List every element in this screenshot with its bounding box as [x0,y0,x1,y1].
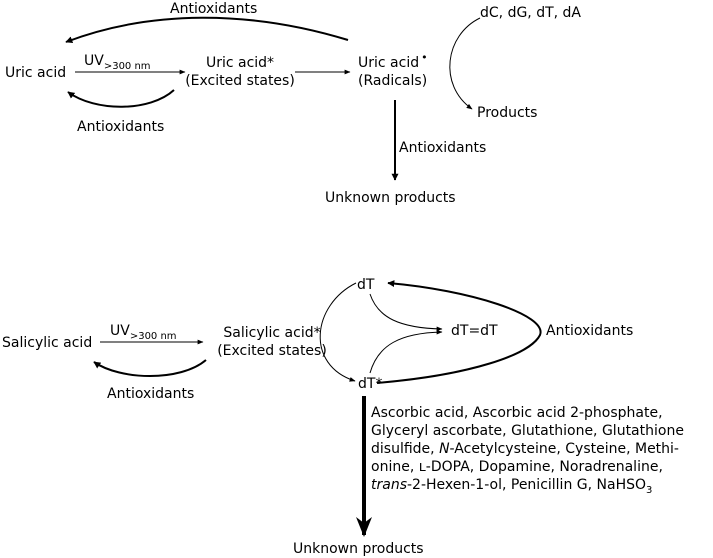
unknown-products-bottom: Unknown products [293,541,424,557]
nucleosides-to-products-arrow [449,17,481,110]
dT-star-label: dT* [358,376,382,392]
dT-to-dT-star-arrow [319,282,357,382]
antioxidants-right-arrow [376,280,542,384]
unknown-products-top: Unknown products [325,190,456,206]
dT-to-dimer-arrow [369,293,443,332]
uric-acid-scheme: Antioxidants Uric acid UV>300 nm Uric ac… [5,1,581,206]
salicylic-acid-scheme: Salicylic acid UV>300 nm Salicylic acid*… [2,277,684,557]
uv-label-top: UV>300 nm [84,53,151,72]
dT-star-to-dimer-arrow [369,329,443,374]
antioxidant-list-line1: Ascorbic acid, Ascorbic acid 2-phosphate… [371,405,663,421]
nucleosides-label: dC, dG, dT, dA [480,5,581,21]
antioxidants-left-label: Antioxidants [107,386,194,402]
uric-acid-radical-line2: (Radicals) [358,73,427,89]
antioxidant-list-line4: onine, ʟ-DOPA, Dopamine, Noradrenaline, [371,459,663,475]
antioxidants-left-arrow [93,359,207,377]
salicylic-acid-excited-line2: (Excited states) [217,343,327,359]
uric-acid-label: Uric acid [5,65,66,81]
dT-label: dT [357,277,375,293]
antioxidants-right-label: Antioxidants [546,323,633,339]
products-label: Products [477,105,537,121]
antioxidants-down-label: Antioxidants [399,140,486,156]
antioxidants-top-label: Antioxidants [170,1,257,17]
salicylic-acid-label: Salicylic acid [2,335,92,351]
antioxidant-list-line3: disulfide, N-Acetylcysteine, Cysteine, M… [371,441,679,457]
uric-acid-excited-line2: (Excited states) [185,73,295,89]
antioxidant-list-line2: Glyceryl ascorbate, Glutathione, Glutath… [371,423,684,439]
dimer-label: dT=dT [451,323,498,339]
antioxidant-list-line5: trans-2-Hexen-1-ol, Penicillin G, NaHSO3 [371,477,652,496]
antioxidants-bottom-label: Antioxidants [77,119,164,135]
salicylic-acid-excited-line1: Salicylic acid* [223,325,320,341]
uv-label-bottom: UV>300 nm [110,323,177,342]
antioxidants-bottom-arrow [67,89,175,108]
uric-acid-radical-line1: Uric acid• [358,51,428,71]
antioxidants-top-arrow [65,16,349,44]
uric-acid-excited-line1: Uric acid* [206,55,274,71]
